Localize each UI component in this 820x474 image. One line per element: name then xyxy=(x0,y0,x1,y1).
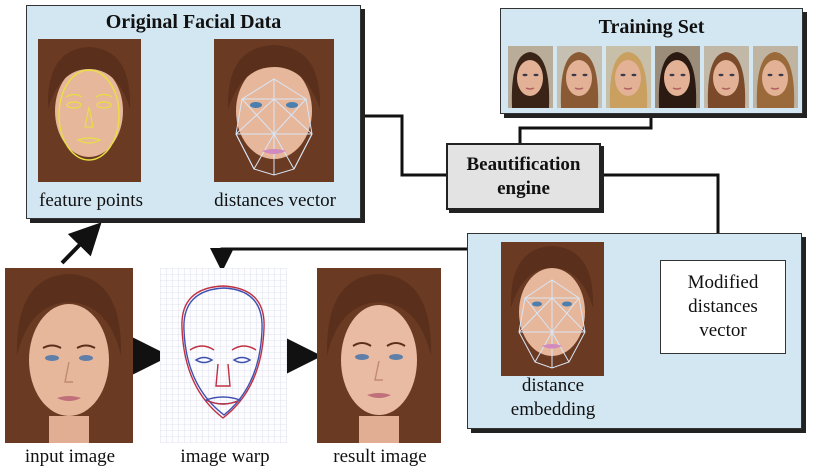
distance-embedding-caption-1: distance xyxy=(521,375,585,396)
distances-vector-image xyxy=(214,39,334,182)
original-facial-data-panel: Original Facial Data xyxy=(26,5,361,219)
image-warp-caption: image warp xyxy=(180,446,270,467)
input-image-caption: input image xyxy=(24,446,116,467)
feature-points-caption: feature points xyxy=(39,190,143,211)
feature-points-image xyxy=(38,39,141,182)
training-face-3 xyxy=(606,46,651,108)
wire-engine-to-modified xyxy=(598,173,720,258)
training-face-6 xyxy=(753,46,798,108)
arrow-input-to-original xyxy=(60,222,102,265)
wire-original-to-engine xyxy=(361,114,447,177)
distance-embedding-panel: distance embedding Modified distances ve… xyxy=(467,233,802,429)
wire-embedding-to-warp xyxy=(210,247,468,272)
engine-line-2: engine xyxy=(497,177,550,199)
distances-vector-caption: distances vector xyxy=(214,190,336,211)
input-image xyxy=(5,268,133,443)
training-set-panel: Training Set xyxy=(500,8,803,114)
engine-line-1: Beautification xyxy=(466,153,581,175)
training-face-5 xyxy=(704,46,749,108)
result-image xyxy=(317,268,441,443)
distance-embedding-image xyxy=(501,242,604,376)
training-faces-row xyxy=(508,46,798,108)
training-face-1 xyxy=(508,46,553,108)
modified-distances-vector-box: Modified distances vector xyxy=(660,260,786,354)
distance-embedding-caption-2: embedding xyxy=(510,399,596,420)
modified-line-2: distances xyxy=(688,296,758,317)
training-face-4 xyxy=(655,46,700,108)
training-set-title: Training Set xyxy=(598,16,705,38)
wire-training-to-engine xyxy=(518,113,653,145)
modified-line-3: vector xyxy=(699,320,747,341)
modified-line-1: Modified xyxy=(687,272,759,293)
result-image-caption: result image xyxy=(333,446,427,467)
beautification-engine-box: Beautification engine xyxy=(446,143,601,210)
image-warp-grid xyxy=(160,268,287,443)
training-face-2 xyxy=(557,46,602,108)
original-panel-title: Original Facial Data xyxy=(105,11,282,33)
